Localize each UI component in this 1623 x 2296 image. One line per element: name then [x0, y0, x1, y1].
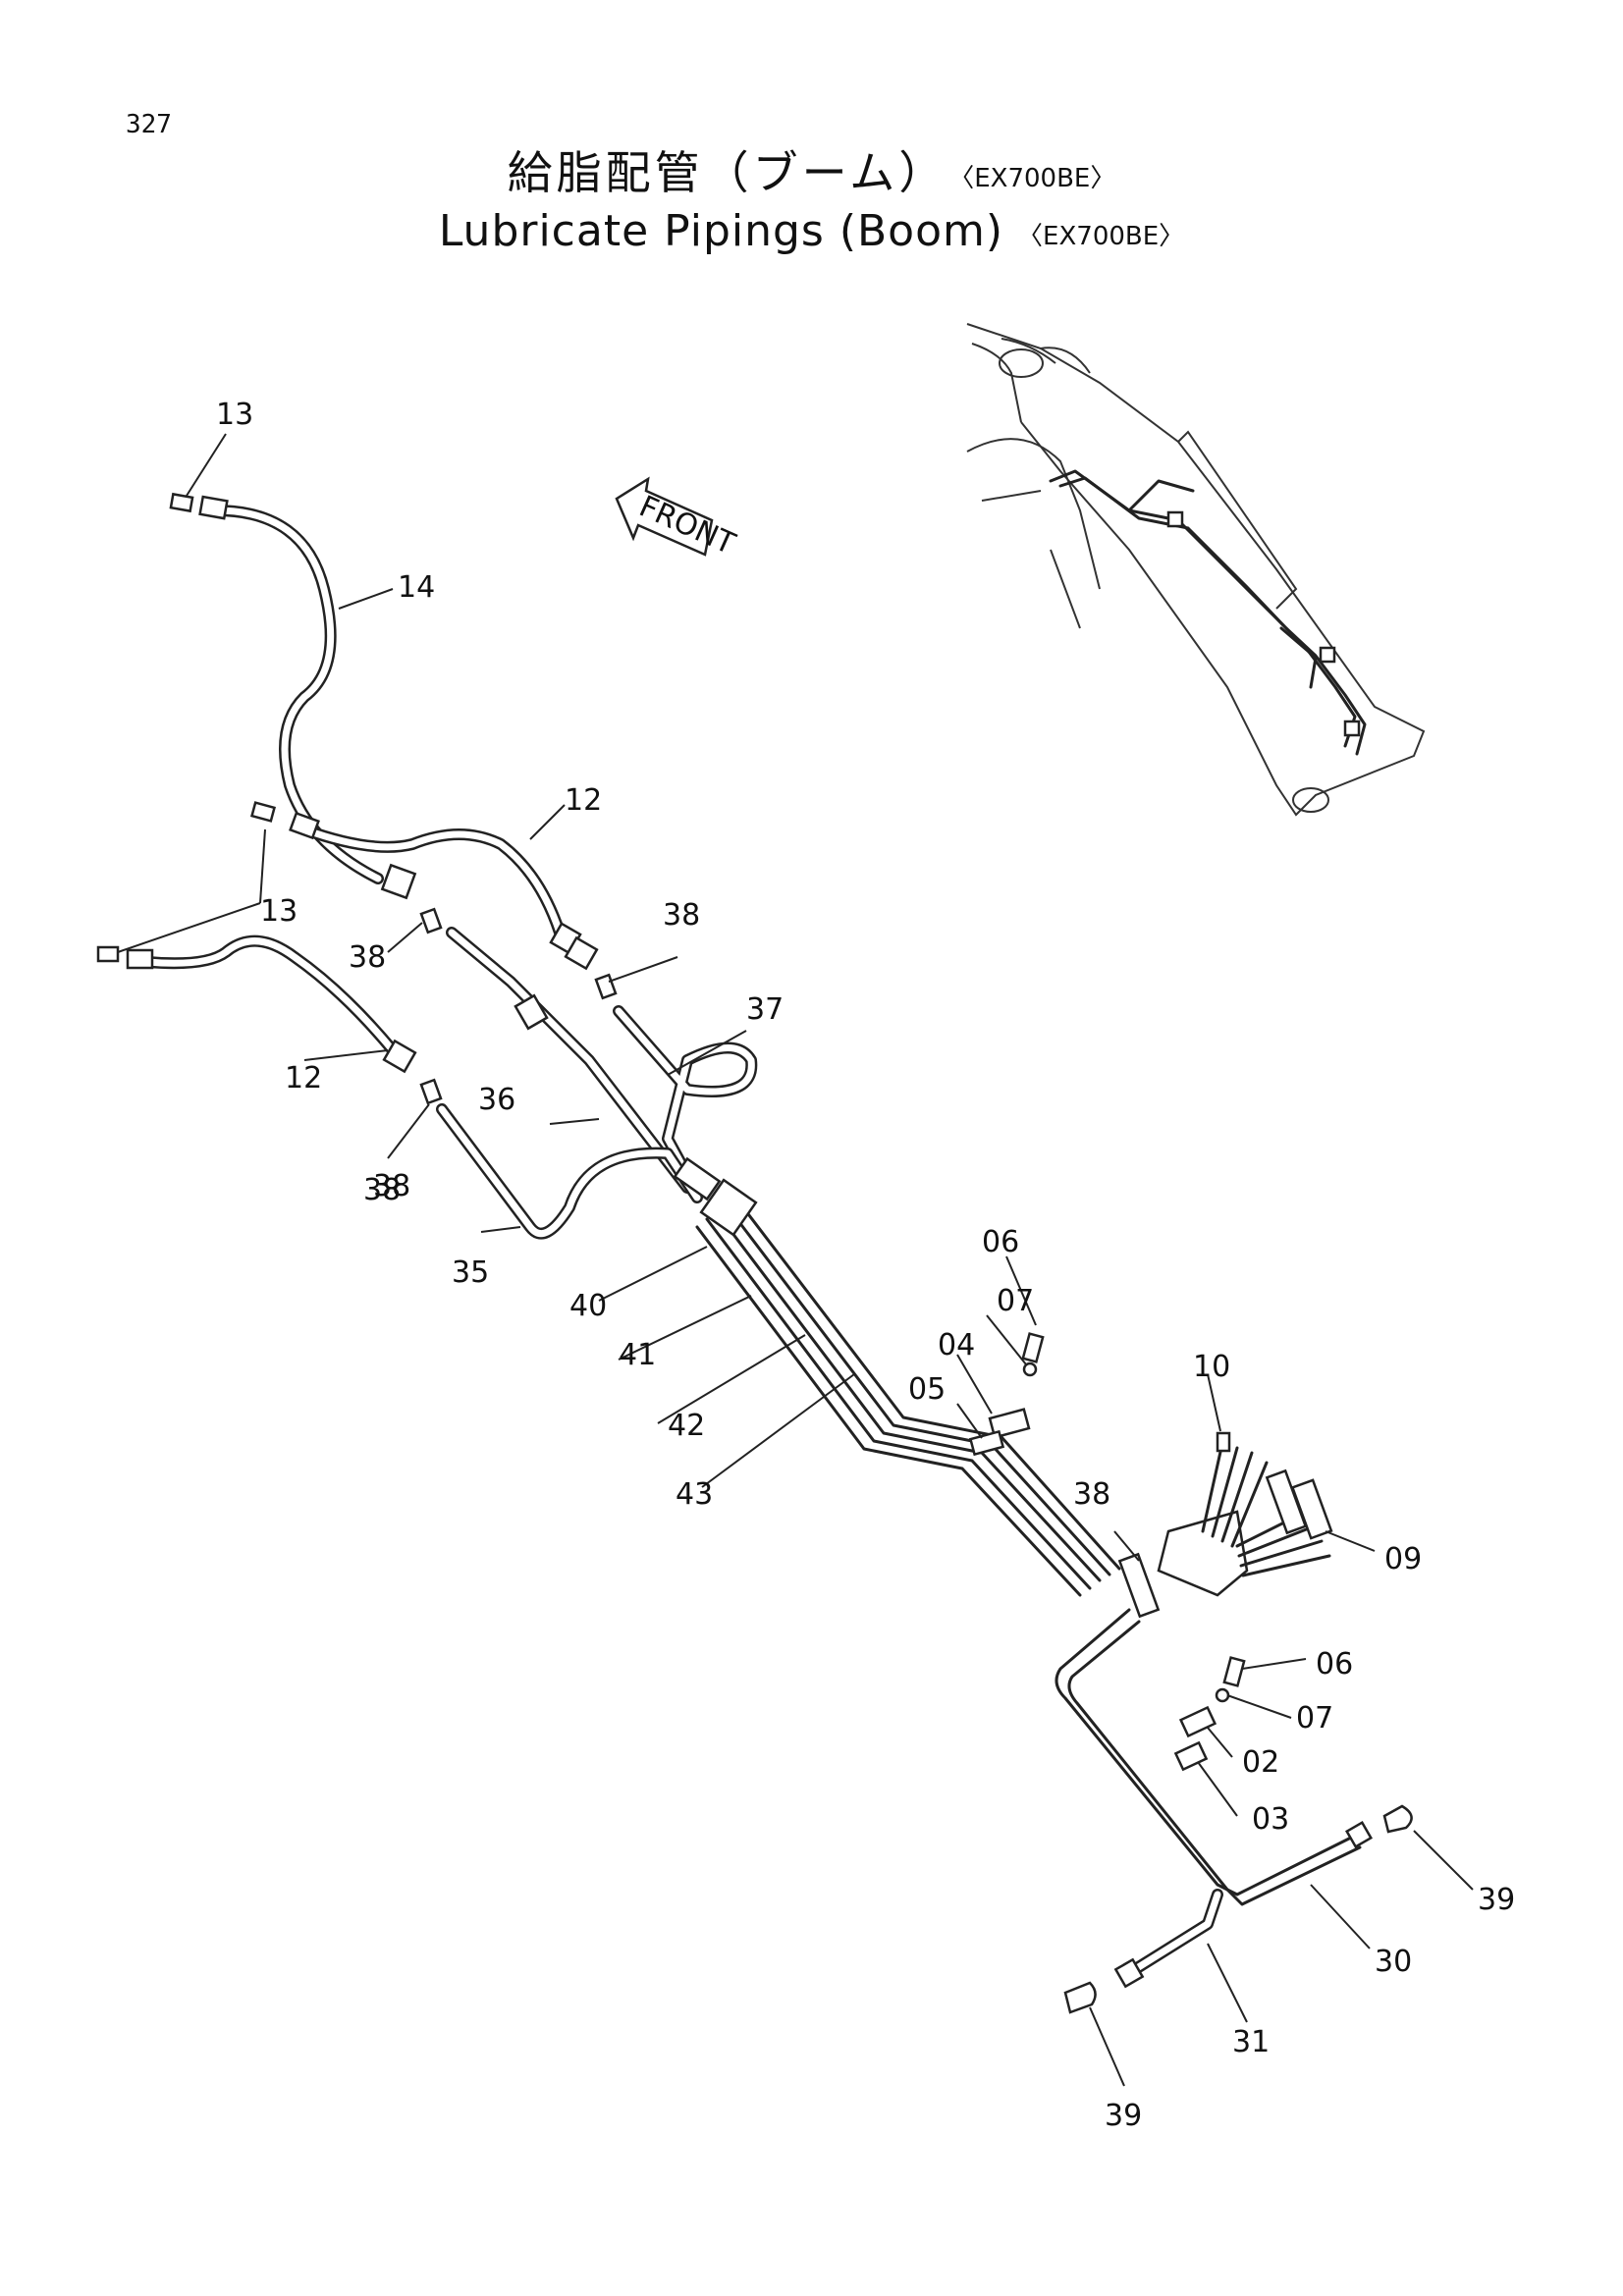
part-label-09: 09 [1384, 1542, 1422, 1576]
part-label-39: 39 [1105, 2099, 1142, 2133]
page-number: 327 [126, 110, 172, 139]
part-label-35: 35 [452, 1255, 489, 1290]
pipe-35 [436, 1103, 703, 1240]
part-label-31: 31 [1232, 2025, 1270, 2059]
model-tag-en: 〈EX700BE〉 [1017, 221, 1185, 251]
part-labels: 1314131212383838383736354041424306070405… [216, 398, 1515, 2133]
title-english: Lubricate Pipings (Boom) 〈EX700BE〉 [0, 206, 1623, 256]
part-label-37: 37 [746, 992, 784, 1027]
part-label-41: 41 [619, 1338, 656, 1372]
part-label-38: 38 [373, 1169, 410, 1203]
part-label-03: 03 [1252, 1802, 1289, 1837]
part-label-12: 12 [285, 1061, 322, 1095]
model-tag-ja: 〈EX700BE〉 [961, 164, 1116, 193]
part-label-39: 39 [1478, 1883, 1515, 1917]
front-label: FRONT [634, 489, 740, 561]
part-label-07: 07 [1296, 1701, 1333, 1735]
part-label-05: 05 [908, 1372, 946, 1407]
distributor-block [1117, 1431, 1333, 1619]
part-label-07: 07 [997, 1284, 1034, 1318]
part-label-43: 43 [676, 1477, 713, 1512]
part-label-04: 04 [938, 1328, 975, 1362]
pipe-bundle-lower [1055, 1608, 1357, 1896]
main-pipe-bundle [695, 1197, 1121, 1597]
part-label-06: 06 [982, 1225, 1019, 1259]
part-label-30: 30 [1375, 1945, 1412, 1979]
part-label-38: 38 [363, 1173, 401, 1207]
title-japanese: 給脂配管（ブーム） 〈EX700BE〉 [0, 137, 1623, 202]
part-label-13: 13 [216, 398, 253, 432]
part-label-42: 42 [668, 1409, 705, 1443]
title-en-text: Lubricate Pipings (Boom) [438, 206, 1004, 256]
part-label-13: 13 [260, 894, 298, 929]
front-arrow: FRONT [615, 476, 740, 561]
part-label-38: 38 [663, 898, 700, 933]
part-label-14: 14 [398, 570, 435, 605]
leader-lines [117, 433, 1474, 2087]
part-label-12: 12 [565, 783, 602, 818]
part-label-38: 38 [1073, 1477, 1110, 1512]
part-label-36: 36 [478, 1083, 515, 1117]
part-label-10: 10 [1193, 1350, 1230, 1384]
part-label-02: 02 [1242, 1745, 1279, 1780]
part-label-38: 38 [349, 940, 386, 975]
part-label-40: 40 [569, 1289, 607, 1323]
title-ja-text: 給脂配管（ブーム） [507, 146, 948, 199]
boom-inset-illustration [966, 323, 1426, 817]
part-label-06: 06 [1316, 1647, 1353, 1682]
